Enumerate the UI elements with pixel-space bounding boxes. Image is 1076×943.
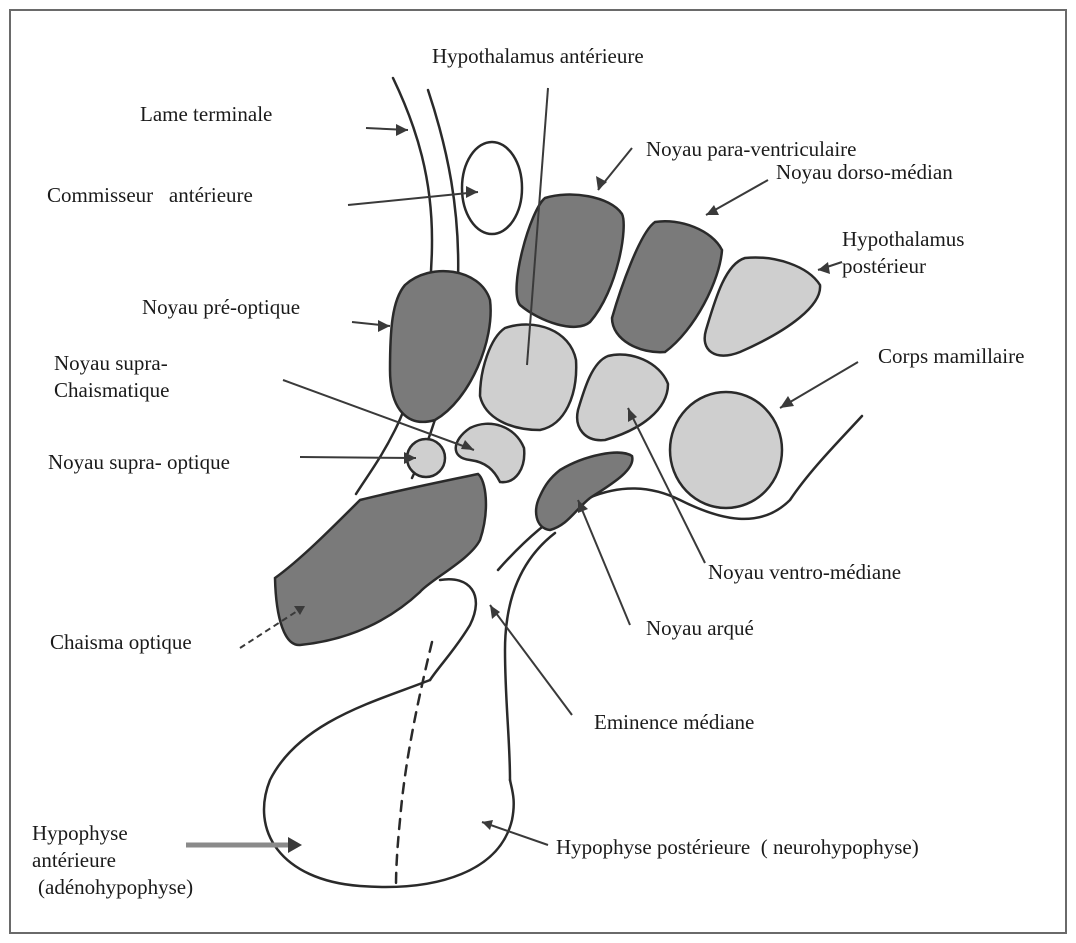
- label-anterior-pituitary-line1: Hypophyse: [32, 820, 193, 847]
- arrowhead: [818, 262, 830, 274]
- label-optic-chiasm: Chaisma optique: [50, 630, 192, 654]
- label-paraventricular-nucleus: Noyau para-ventriculaire: [646, 137, 856, 161]
- label-posterior-pituitary: Hypophyse postérieure ( neurohypophyse): [556, 835, 919, 859]
- label-ventromedial-nucleus: Noyau ventro-médiane: [708, 560, 901, 584]
- label-anterior-pituitary-line2: antérieure: [32, 847, 193, 874]
- label-anterior-pituitary: Hypophyse antérieure (adénohypophyse): [32, 820, 193, 901]
- preoptic-nucleus: [390, 271, 491, 422]
- paraventricular-nucleus: [517, 195, 624, 327]
- arrowhead: [396, 124, 408, 136]
- leader-supraoptic: [300, 457, 416, 458]
- label-mammillary-body: Corps mamillaire: [878, 344, 1024, 368]
- arcuate-nucleus: [536, 453, 632, 530]
- leader-anterior-commissure: [348, 192, 478, 205]
- label-anterior-hypothalamus: Hypothalamus antérieure: [432, 44, 644, 68]
- leader-mammillary: [780, 362, 858, 408]
- label-anterior-commissure: Commisseur antérieure: [47, 183, 253, 207]
- label-preoptic-nucleus: Noyau pré-optique: [142, 295, 300, 319]
- label-posterior-hypothalamus: Hypothalamus postérieur: [842, 226, 964, 280]
- label-suprachiasmatic-line1: Noyau supra-: [54, 350, 169, 377]
- label-dorsomedial-nucleus: Noyau dorso-médian: [776, 160, 953, 184]
- label-suprachiasmatic-nucleus: Noyau supra- Chaismatique: [54, 350, 169, 404]
- pituitary-divider: [396, 642, 432, 886]
- suprachiasmatic-nucleus: [456, 424, 525, 482]
- arrowhead: [596, 176, 607, 190]
- label-suprachiasmatic-line2: Chaismatique: [54, 377, 169, 404]
- label-anterior-pituitary-line3: (adénohypophyse): [32, 874, 193, 901]
- arrowhead: [288, 837, 302, 853]
- arrowhead: [482, 820, 493, 830]
- arrowhead: [706, 205, 719, 215]
- label-posterior-hypothalamus-line2: postérieur: [842, 253, 964, 280]
- leader-posterior-pituitary: [482, 822, 548, 845]
- pituitary-outline: [264, 680, 514, 887]
- label-lamina-terminalis: Lame terminale: [140, 102, 272, 126]
- infundibulum-anterior-wall: [430, 579, 476, 680]
- mammillary-body: [670, 392, 782, 508]
- arrowhead: [378, 320, 390, 332]
- leader-median-eminence: [490, 605, 572, 715]
- anterior-commissure: [462, 142, 522, 234]
- ventromedial-nucleus: [577, 354, 668, 440]
- label-median-eminence: Eminence médiane: [594, 710, 754, 734]
- leader-arcuate: [578, 500, 630, 625]
- label-supraoptic-nucleus: Noyau supra- optique: [48, 450, 230, 474]
- posterior-hypothalamus: [705, 258, 820, 356]
- label-posterior-hypothalamus-line1: Hypothalamus: [842, 226, 964, 253]
- optic-chiasm: [275, 474, 486, 645]
- label-arcuate-nucleus: Noyau arqué: [646, 616, 754, 640]
- infundibulum-posterior-wall: [505, 533, 555, 780]
